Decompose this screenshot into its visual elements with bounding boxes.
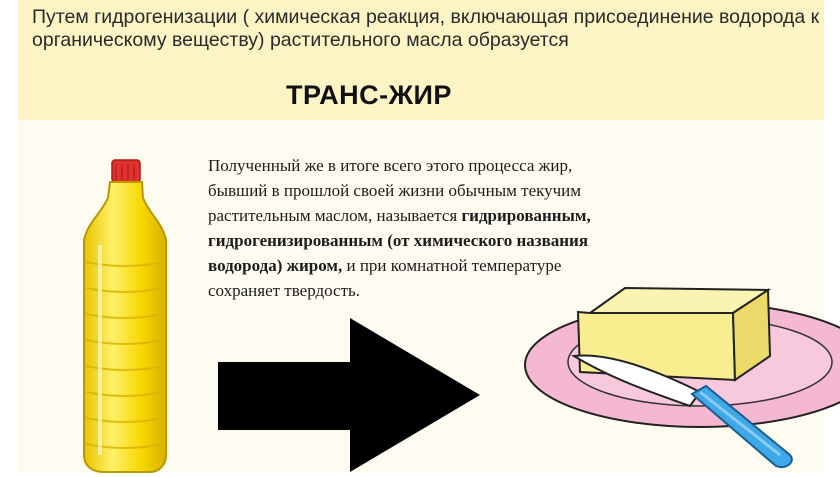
- description-text: Полученный же в итоге всего этого процес…: [208, 153, 618, 303]
- butter-side: [731, 288, 772, 382]
- oil-bottle-icon: [83, 159, 167, 473]
- arrow-right-icon: [218, 318, 480, 472]
- header-banner: Путем гидрогенизации ( химическая реакци…: [18, 0, 824, 120]
- butter-on-plate-icon: [524, 286, 840, 428]
- intro-text: Путем гидрогенизации ( химическая реакци…: [32, 6, 820, 51]
- description-part2: и при комнатной температуре сохраняет тв…: [208, 256, 562, 300]
- description-part1: Полученный же в итоге всего этого процес…: [208, 156, 582, 225]
- bottle-body: [83, 181, 167, 473]
- description-bold: гидрированным, гидрогенизированным (от х…: [208, 206, 591, 275]
- page-title: ТРАНС-ЖИР: [286, 80, 452, 110]
- knife-icon: [570, 354, 793, 468]
- knife-blade: [570, 354, 702, 408]
